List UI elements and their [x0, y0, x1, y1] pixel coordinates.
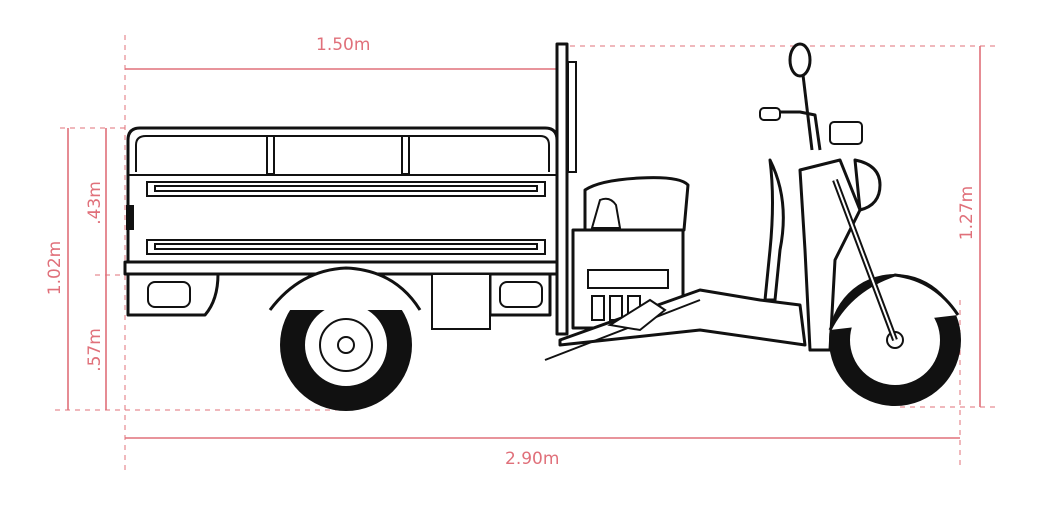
total-length-label: 2.90m: [505, 449, 560, 469]
dimension-lines: [67, 46, 981, 439]
extension-lines: [55, 35, 995, 470]
box-side-height-label: .43m: [84, 181, 105, 225]
cargo-length-label: 1.50m: [316, 35, 371, 55]
tricycle: [123, 42, 961, 411]
cargo-height-label: 1.02m: [45, 240, 66, 296]
deck-height-label: .57m: [84, 328, 105, 372]
total-height-label: 1.27m: [957, 185, 978, 241]
